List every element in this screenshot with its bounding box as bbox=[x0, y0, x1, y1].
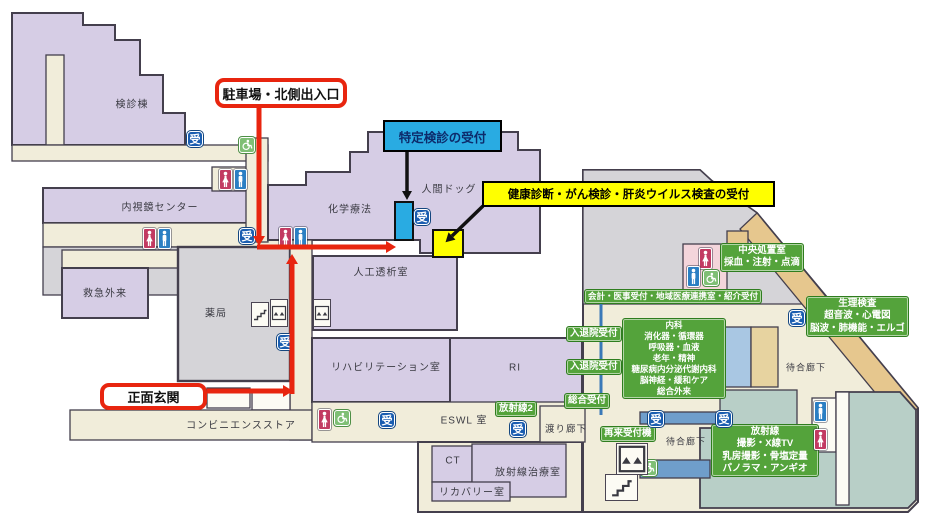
callout-parking-north-entrance: 駐車場・北側出入口 bbox=[215, 78, 347, 108]
wheelchair-icon bbox=[334, 410, 350, 426]
label-watari-roka: 渡り廊下 bbox=[544, 424, 588, 435]
female-toilet-icon bbox=[318, 409, 331, 430]
label-hoshasen-chiryo: 放射線治療室 bbox=[495, 467, 561, 479]
label-kenshinto: 検診棟 bbox=[115, 99, 149, 111]
label-recovery: リカバリー室 bbox=[439, 487, 505, 499]
male-toilet-icon bbox=[234, 169, 247, 190]
callout-tokutei-kenshin-label: 特定検診の受付 bbox=[398, 130, 487, 145]
male-toilet-icon bbox=[687, 266, 700, 287]
label-machiai-roka-1: 待合廊下 bbox=[785, 362, 827, 373]
callout-kenko-shindan-reception: 健康診断・がん検診・肝炎ウイルス検査の受付 bbox=[482, 181, 775, 207]
male-toilet-icon bbox=[294, 227, 307, 248]
label-machiai-roka-2: 待合廊下 bbox=[665, 436, 707, 447]
glabel-hoshasen2: 放射線2 bbox=[495, 401, 537, 418]
wheelchair-icon bbox=[239, 137, 255, 153]
reception-icon: 受 bbox=[716, 411, 732, 427]
label-rehabilitation: リハビリテーション室 bbox=[331, 362, 441, 374]
female-toilet-icon bbox=[219, 169, 232, 190]
male-toilet-icon bbox=[158, 228, 171, 249]
glabel-nyutaiin-1: 入退院受付 bbox=[566, 326, 622, 343]
female-toilet-icon bbox=[814, 429, 827, 450]
female-toilet-icon bbox=[279, 227, 292, 248]
label-kyukyu-gairai: 救急外来 bbox=[83, 288, 127, 300]
callout-main-entrance: 正面玄関 bbox=[100, 383, 207, 410]
glabel-sogo-uketsuke: 総合受付 bbox=[564, 393, 611, 410]
reception-icon: 受 bbox=[277, 334, 293, 350]
callout-parking-north-entrance-label: 駐車場・北側出入口 bbox=[222, 86, 340, 102]
glabel-chuo-shochi: 中央処置室採血・注射・点滴 bbox=[720, 243, 805, 272]
reception-icon: 受 bbox=[510, 421, 526, 437]
label-ningen-dock: 人間ドッグ bbox=[421, 184, 477, 196]
reception-icon: 受 bbox=[187, 131, 203, 147]
reception-icon: 受 bbox=[239, 228, 255, 244]
callout-tokutei-kenshin-reception: 特定検診の受付 bbox=[383, 120, 502, 152]
stairs-icon bbox=[251, 302, 269, 327]
elevator-icon bbox=[313, 299, 331, 327]
label-ri: RI bbox=[509, 362, 521, 374]
reception-icon: 受 bbox=[379, 412, 395, 428]
glabel-nyutaiin-2: 入退院受付 bbox=[566, 359, 622, 376]
glabel-seiri-kensa: 生理検査超音波・心電図脳波・肺機能・エルゴ bbox=[806, 296, 909, 338]
reception-icon: 受 bbox=[789, 310, 805, 326]
elevator-icon bbox=[616, 443, 648, 475]
label-kagaku-ryoho: 化学療法 bbox=[328, 204, 372, 216]
glabel-naika: 内科消化器・循環器呼吸器・血液老年・精神糖尿病内分泌代謝内科脳神経・緩和ケア総合… bbox=[622, 318, 726, 400]
female-toilet-icon bbox=[699, 248, 712, 269]
glabel-kaikei-row: 会計・医事受付・地域医療連携室・紹介受付 bbox=[584, 289, 763, 305]
label-ct: CT bbox=[445, 455, 461, 467]
label-yakkyoku: 薬局 bbox=[205, 308, 227, 320]
glabel-sairai-uketsukeki: 再来受付機 bbox=[600, 426, 656, 443]
label-convenience-store: コンビニエンスストア bbox=[186, 420, 296, 432]
reception-icon: 受 bbox=[648, 411, 664, 427]
callout-kenko-shindan-label: 健康診断・がん検診・肝炎ウイルス検査の受付 bbox=[507, 189, 750, 201]
label-jinko-toseki: 人工透析室 bbox=[353, 267, 409, 279]
callout-main-entrance-label: 正面玄関 bbox=[127, 390, 180, 405]
female-toilet-icon bbox=[143, 228, 156, 249]
wheelchair-icon bbox=[703, 270, 719, 286]
reception-icon: 受 bbox=[414, 209, 430, 225]
male-toilet-icon bbox=[814, 401, 827, 422]
elevator-icon bbox=[270, 299, 288, 327]
label-naishikyo-center: 内視鏡センター bbox=[121, 202, 199, 214]
label-eswl: ESWL 室 bbox=[440, 415, 488, 427]
stairs-icon bbox=[605, 474, 638, 501]
